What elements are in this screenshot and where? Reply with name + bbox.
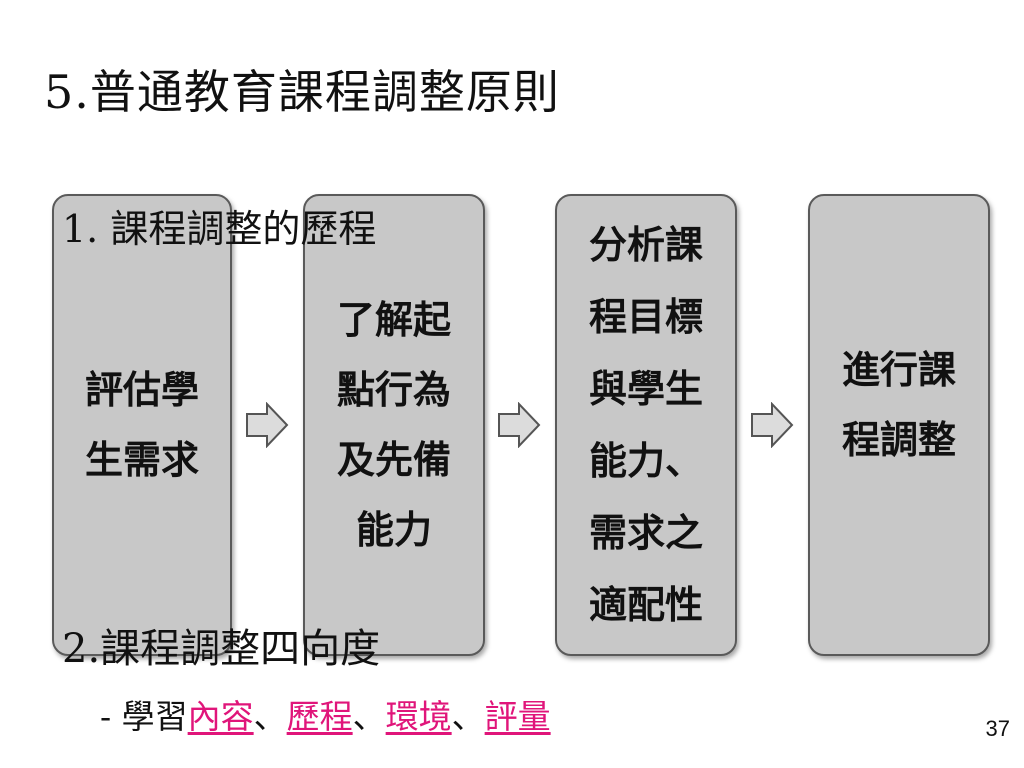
process-box-label: 了解起 點行為 及先備 能力 bbox=[336, 298, 451, 552]
dimensions-bullet: - 學習內容、歷程、環境、評量 bbox=[100, 690, 551, 738]
slide-title: 5.普通教育課程調整原則 bbox=[44, 65, 560, 119]
dimension-assessment-link[interactable]: 評量 bbox=[484, 697, 551, 736]
dimension-content-link[interactable]: 內容 bbox=[187, 697, 254, 736]
bullet-prefix: - 學習 bbox=[100, 697, 188, 736]
process-box-adjust-curriculum: 進行課 程調整 bbox=[808, 194, 990, 656]
process-box-label: 分析課 程目標 與學生 能力、 需求之 適配性 bbox=[588, 223, 703, 627]
separator: 、 bbox=[352, 697, 386, 736]
separator: 、 bbox=[253, 697, 287, 736]
process-box-analyze-fit: 分析課 程目標 與學生 能力、 需求之 適配性 bbox=[555, 194, 737, 656]
separator: 、 bbox=[451, 697, 485, 736]
page-number: 37 bbox=[985, 716, 1010, 741]
right-arrow-icon bbox=[498, 402, 541, 448]
process-box-assess-needs: 評估學 生需求 bbox=[52, 194, 232, 656]
subheading-dimensions: 2.課程調整四向度 bbox=[62, 626, 381, 672]
process-box-starting-ability: 了解起 點行為 及先備 能力 bbox=[303, 194, 485, 656]
right-arrow-icon bbox=[246, 402, 289, 448]
subheading-process: 1. 課程調整的歷程 bbox=[62, 207, 377, 251]
process-box-label: 進行課 程調整 bbox=[841, 348, 956, 462]
dimension-process-link[interactable]: 歷程 bbox=[286, 697, 353, 736]
process-box-label: 評估學 生需求 bbox=[84, 368, 199, 482]
dimension-environment-link[interactable]: 環境 bbox=[385, 697, 452, 736]
right-arrow-icon bbox=[751, 402, 794, 448]
